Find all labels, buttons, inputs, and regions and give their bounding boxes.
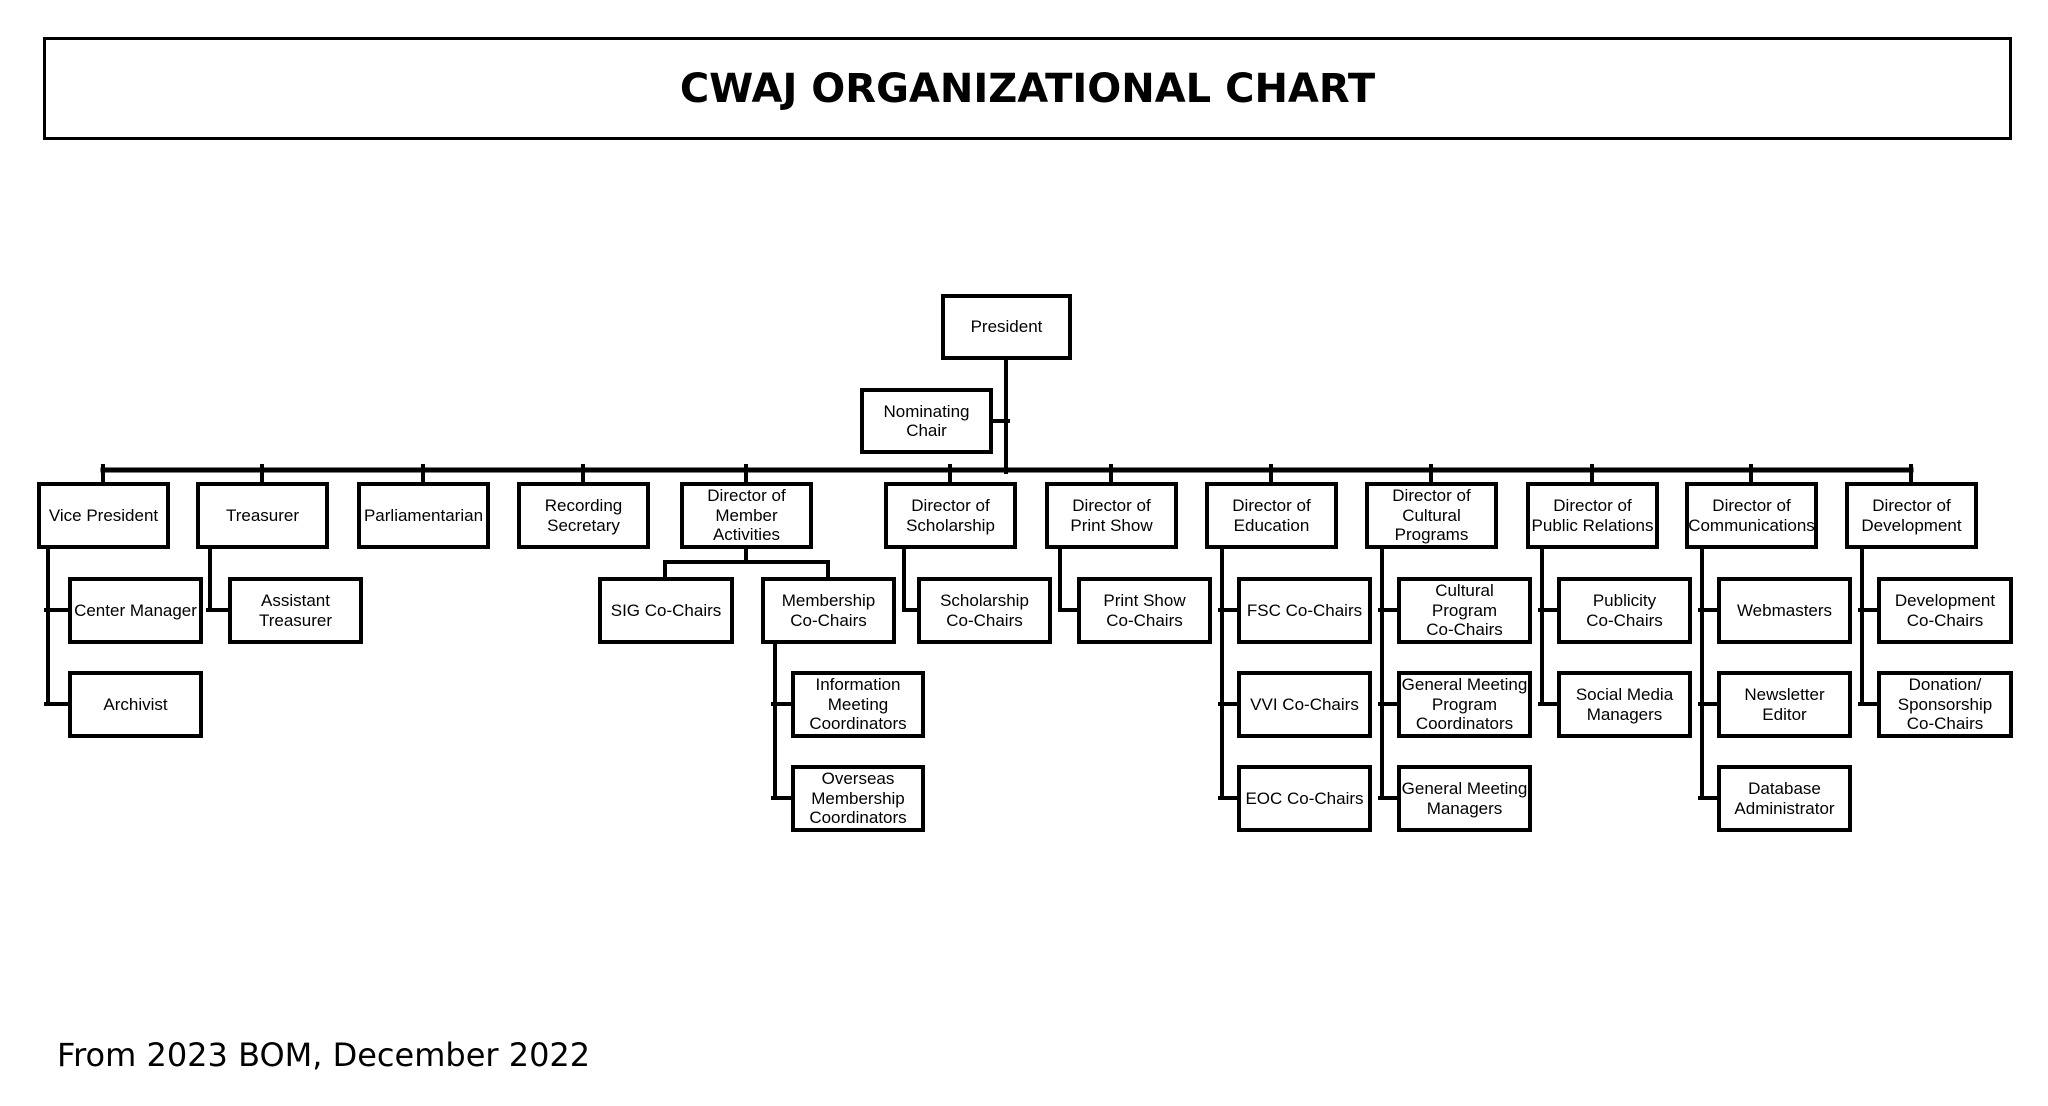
connector-cultural-children (1378, 545, 1401, 800)
node-information-meeting-coordinators: Information Meeting Coordinators (791, 671, 925, 738)
node-general-meeting-program-coordinators: General Meeting Program Coordinators (1397, 671, 1532, 738)
node-director-cultural-programs: Director of Cultural Programs (1365, 482, 1498, 549)
node-parliamentarian: Parliamentarian (357, 482, 490, 549)
node-archivist: Archivist (68, 671, 203, 738)
connector-communications-children (1698, 545, 1721, 800)
node-director-member-activities: Director of Member Activities (680, 482, 813, 549)
node-director-print-show: Director of Print Show (1045, 482, 1178, 549)
connector-vice-president-children (44, 545, 72, 706)
connector-development-children (1858, 545, 1881, 706)
node-cultural-program-cochairs: Cultural Program Co-Chairs (1397, 577, 1532, 644)
connector-public-relations-children (1538, 545, 1561, 706)
connector-membership-children (771, 640, 795, 800)
node-director-scholarship: Director of Scholarship (884, 482, 1017, 549)
node-eoc-cochairs: EOC Co-Chairs (1237, 765, 1372, 832)
node-center-manager: Center Manager (68, 577, 203, 644)
node-director-public-relations: Director of Public Relations (1526, 482, 1659, 549)
connector-treasurer-children (206, 545, 232, 612)
node-webmasters: Webmasters (1717, 577, 1852, 644)
node-director-education: Director of Education (1205, 482, 1338, 549)
node-newsletter-editor: Newsletter Editor (1717, 671, 1852, 738)
chart-title-box: CWAJ ORGANIZATIONAL CHART (43, 37, 2012, 140)
node-scholarship-cochairs: Scholarship Co-Chairs (917, 577, 1052, 644)
connector-member-activities-children (663, 545, 830, 583)
node-donation-sponsorship-cochairs: Donation/ Sponsorship Co-Chairs (1877, 671, 2013, 738)
node-treasurer: Treasurer (196, 482, 329, 549)
node-president: President (941, 294, 1072, 360)
connector-print-show-children (1058, 545, 1081, 612)
node-publicity-cochairs: Publicity Co-Chairs (1557, 577, 1692, 644)
node-overseas-membership-coordinators: Overseas Membership Coordinators (791, 765, 925, 832)
node-sig-cochairs: SIG Co-Chairs (598, 577, 734, 644)
node-vice-president: Vice President (37, 482, 170, 549)
node-assistant-treasurer: Assistant Treasurer (228, 577, 363, 644)
node-membership-cochairs: Membership Co-Chairs (761, 577, 896, 644)
connector-education-children (1218, 545, 1241, 800)
node-database-administrator: Database Administrator (1717, 765, 1852, 832)
node-development-cochairs: Development Co-Chairs (1877, 577, 2013, 644)
node-recording-secretary: Recording Secretary (517, 482, 650, 549)
node-vvi-cochairs: VVI Co-Chairs (1237, 671, 1372, 738)
node-social-media-managers: Social Media Managers (1557, 671, 1692, 738)
connector-spine-stubs (101, 464, 1913, 486)
node-fsc-cochairs: FSC Co-Chairs (1237, 577, 1372, 644)
node-director-communications: Director of Communications (1685, 482, 1818, 549)
node-general-meeting-managers: General Meeting Managers (1397, 765, 1532, 832)
node-nominating-chair: Nominating Chair (860, 388, 993, 454)
chart-title: CWAJ ORGANIZATIONAL CHART (679, 65, 1376, 112)
connector-scholarship-children (902, 545, 921, 612)
source-caption: From 2023 BOM, December 2022 (57, 1036, 591, 1074)
node-director-development: Director of Development (1845, 482, 1978, 549)
node-print-show-cochairs: Print Show Co-Chairs (1077, 577, 1212, 644)
